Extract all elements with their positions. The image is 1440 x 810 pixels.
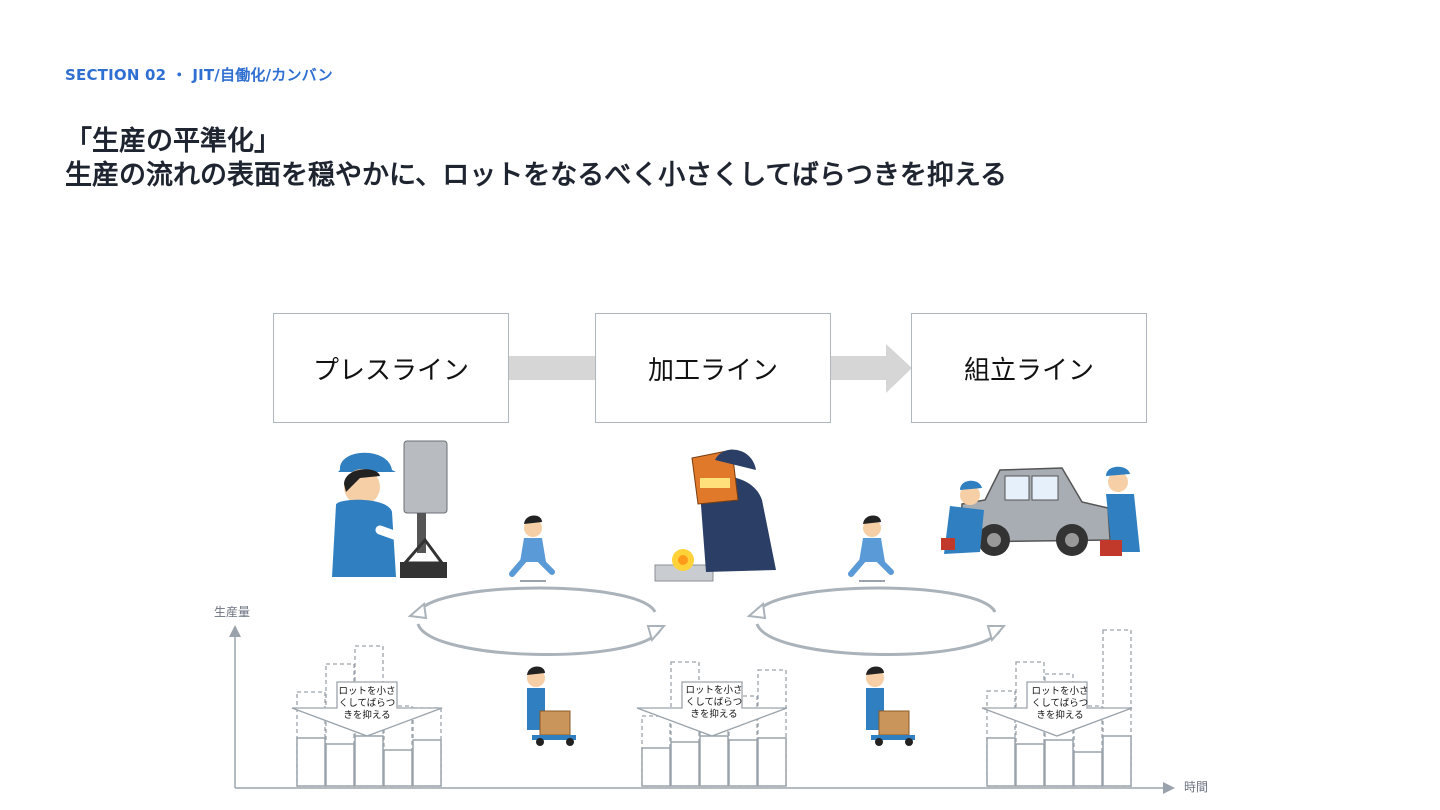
welder-icon (654, 449, 776, 582)
small-lot-bar (354, 735, 384, 787)
small-lot-bar (728, 739, 758, 787)
machining-line-label: 加工ライン (647, 355, 778, 386)
flow-arrow-2 (830, 344, 912, 393)
large-lot-bar (670, 661, 700, 787)
lot-note-2: ロットを小さくしてばらつきを抑える (685, 685, 743, 720)
small-lot-bar (1044, 739, 1074, 787)
press-line-label: プレスライン (312, 355, 469, 386)
flow-arrow-1 (508, 356, 596, 380)
large-lot-bar (1015, 661, 1045, 787)
assembly-line-label: 組立ライン (963, 355, 1094, 386)
x-axis-label: 時間 (1184, 780, 1209, 794)
press-worker-icon (332, 440, 448, 578)
lot-note-1: ロットを小さくしてばらつきを抑える (338, 686, 396, 721)
small-lot-bar (757, 737, 787, 787)
cycle-arrow-icon-2 (746, 586, 1007, 656)
page-title: 「生産の平準化」 生産の流れの表面を穏やかに、ロットをなるべく小さくしてばらつき… (65, 125, 1007, 193)
runner-icon-2 (848, 515, 894, 582)
car-mechanics-icon (941, 466, 1140, 556)
y-axis-label: 生産量 (214, 605, 251, 619)
small-lot-bar (699, 735, 729, 787)
small-lot-bar (641, 747, 671, 787)
small-lot-bar (1073, 751, 1103, 787)
cycle-arrow-icon-1 (407, 586, 667, 656)
small-lot-bar (986, 737, 1016, 787)
small-lot-bar (412, 739, 442, 787)
lot-reduction-arrow (291, 681, 443, 737)
small-lot-bar (1015, 743, 1045, 787)
title-line-1: 「生産の平準化」 (65, 126, 281, 157)
title-line-2: 生産の流れの表面を穏やかに、ロットをなるべく小さくしてばらつきを抑える (65, 160, 1008, 191)
runner-icon-1 (509, 515, 555, 582)
small-lot-bar (670, 741, 700, 787)
press-line-box: プレスライン (273, 313, 509, 423)
assembly-line-box: 組立ライン (911, 313, 1147, 423)
lot-reduction-arrow (981, 681, 1133, 737)
machining-line-box: 加工ライン (595, 313, 831, 423)
cart-worker-icon-1 (527, 666, 576, 746)
lot-bars (291, 629, 1133, 787)
small-lot-bar (325, 743, 355, 787)
section-label: SECTION 02 ・ JIT/自働化/カンバン (65, 66, 333, 84)
cart-worker-icon-2 (866, 666, 915, 746)
lot-note-3: ロットを小さくしてばらつきを抑える (1031, 686, 1089, 721)
small-lot-bar (1102, 735, 1132, 787)
small-lot-bar (383, 749, 413, 787)
small-lot-bar (296, 737, 326, 787)
lot-reduction-arrow (636, 681, 788, 737)
